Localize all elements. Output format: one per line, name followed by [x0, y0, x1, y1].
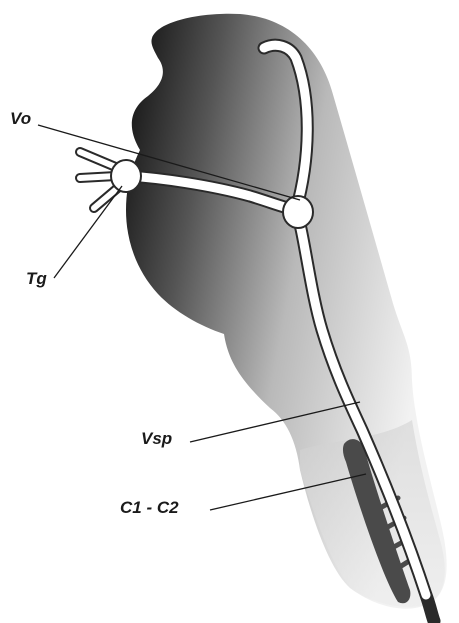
- label-tg: Tg: [26, 270, 47, 287]
- nerve-junction-bulb: [283, 196, 313, 228]
- ganglion-bulb: [111, 160, 141, 192]
- label-vo: Vo: [10, 110, 31, 127]
- label-vsp: Vsp: [141, 430, 172, 447]
- tg-leader: [54, 186, 122, 278]
- label-c1-c2: C1 - C2: [120, 499, 179, 516]
